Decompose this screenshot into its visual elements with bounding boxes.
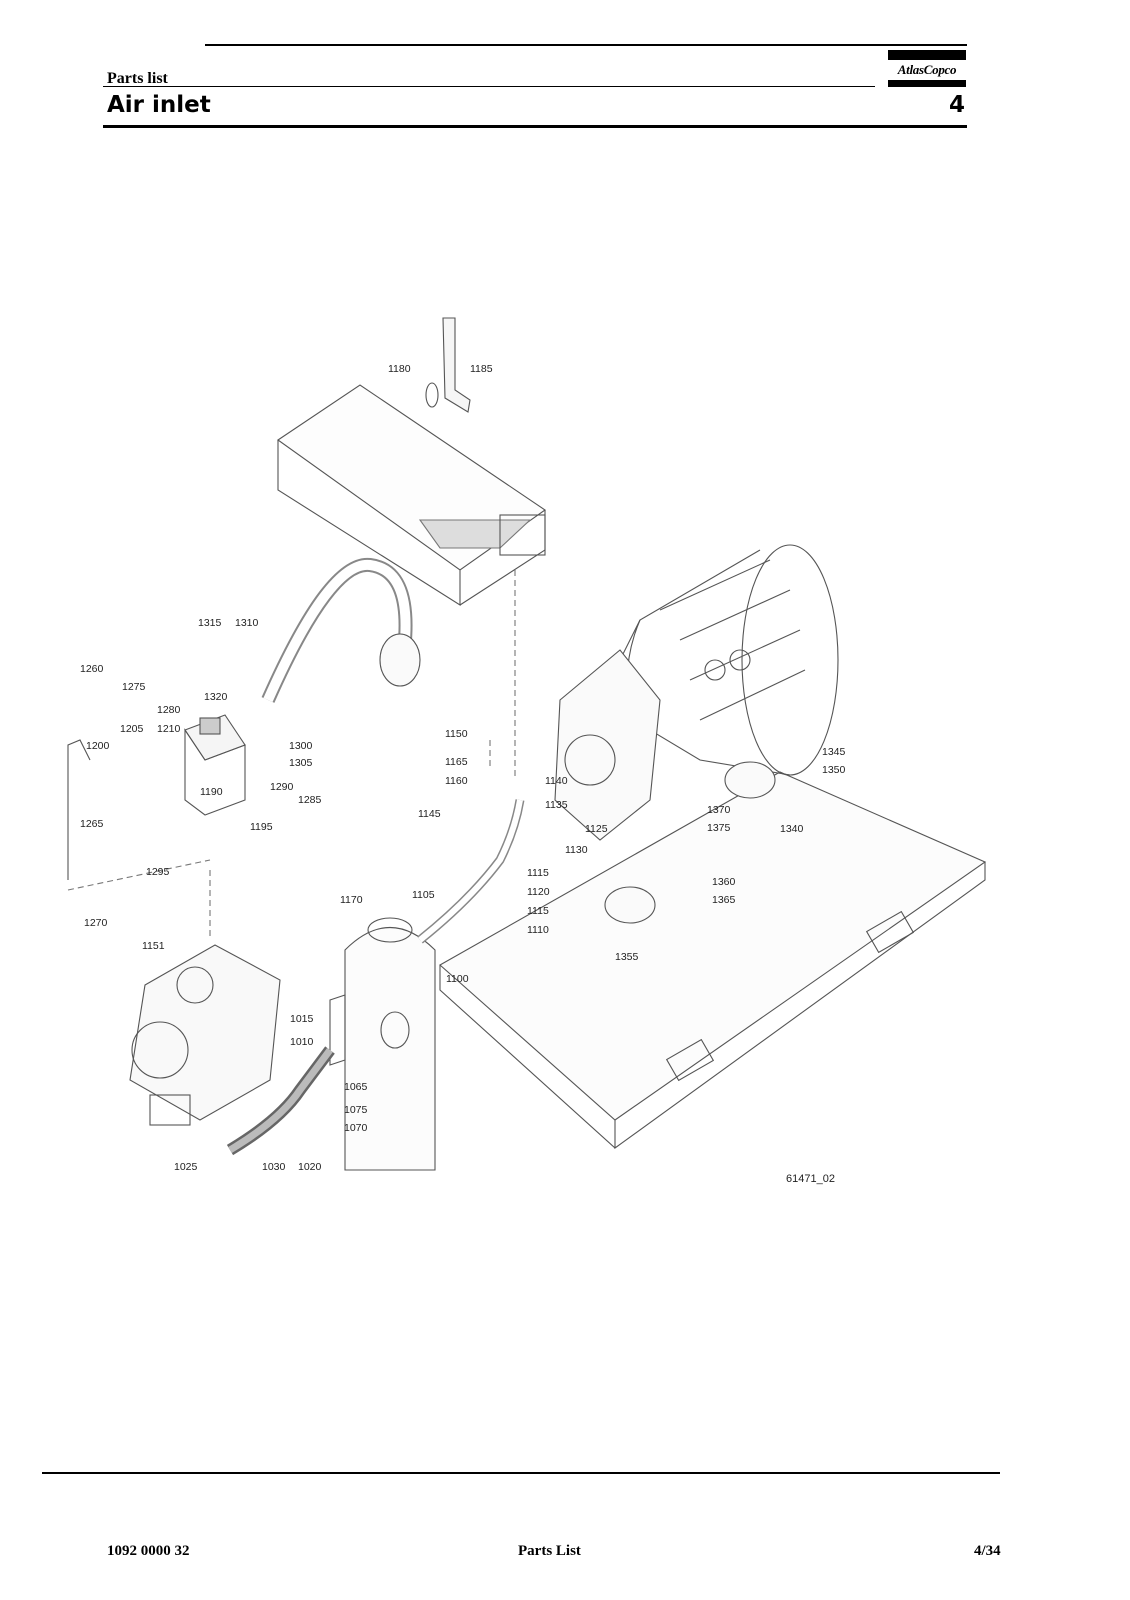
- callout-1025: 1025: [174, 1161, 198, 1173]
- callout-1105: 1105: [412, 889, 435, 901]
- callout-1140: 1140: [545, 775, 568, 787]
- callout-1205: 1205: [120, 723, 144, 735]
- electric-motor: [554, 544, 839, 841]
- callout-1280: 1280: [157, 704, 181, 716]
- unloader-valve: [67, 714, 246, 880]
- inlet-pipe: [425, 317, 471, 413]
- header-mid-rule: [103, 86, 875, 87]
- callout-labels: 1180 1185 1315 1310 1260 1275 1320 1280 …: [80, 363, 846, 1173]
- callout-1160: 1160: [445, 775, 468, 787]
- callout-1345: 1345: [822, 746, 846, 758]
- document-number: 1092 0000 32: [107, 1543, 190, 1559]
- callout-1150: 1150: [445, 728, 468, 740]
- chapter-number: 4: [948, 92, 965, 118]
- callout-1110: 1110: [527, 924, 549, 936]
- callout-1275: 1275: [122, 681, 146, 693]
- callout-1370: 1370: [707, 804, 731, 816]
- exploded-parts-diagram: 1180 1185 1315 1310 1260 1275 1320 1280 …: [58, 307, 990, 1235]
- callout-1120: 1120: [527, 886, 550, 898]
- callout-1100: 1100: [446, 973, 469, 985]
- callout-1365: 1365: [712, 894, 736, 906]
- outlet-hose: [226, 1046, 335, 1156]
- compressor-element: [129, 944, 281, 1126]
- callout-1340: 1340: [780, 823, 804, 835]
- document-title: Parts List: [518, 1543, 581, 1559]
- logo-bar-bottom: [888, 80, 966, 87]
- header-top-rule: [205, 44, 967, 46]
- callout-1375: 1375: [707, 822, 731, 834]
- page-title: Air inlet: [107, 92, 211, 118]
- callout-1020: 1020: [298, 1161, 322, 1173]
- callout-1070: 1070: [344, 1122, 368, 1134]
- figure-id: 61471_02: [786, 1173, 835, 1185]
- assembly-guide-lines: [67, 570, 516, 940]
- callout-1075: 1075: [344, 1104, 368, 1116]
- inlet-pipe-elbow: [417, 799, 525, 944]
- page-number: 4/34: [974, 1543, 1001, 1559]
- callout-1295: 1295: [146, 866, 170, 878]
- callout-1290: 1290: [270, 781, 294, 793]
- callout-1115-lower: 1115: [527, 905, 549, 917]
- flexible-hose: [261, 557, 421, 703]
- header-bottom-rule: [103, 125, 967, 128]
- callout-1310: 1310: [235, 617, 259, 629]
- callout-1360: 1360: [712, 876, 736, 888]
- callout-1145: 1145: [418, 808, 441, 820]
- callout-1125: 1125: [585, 823, 608, 835]
- callout-1265: 1265: [80, 818, 104, 830]
- callout-1305: 1305: [289, 757, 313, 769]
- callout-1270: 1270: [84, 917, 108, 929]
- callout-1130: 1130: [565, 844, 588, 856]
- callout-1210: 1210: [157, 723, 181, 735]
- callout-1260: 1260: [80, 663, 104, 675]
- callout-1170: 1170: [340, 894, 363, 906]
- air-filter-housing: [277, 384, 546, 606]
- callout-1350: 1350: [822, 764, 846, 776]
- callout-1195: 1195: [250, 821, 273, 833]
- footer-rule: [42, 1472, 1000, 1474]
- callout-1180: 1180: [388, 363, 411, 375]
- callout-1355: 1355: [615, 951, 639, 963]
- callout-1285: 1285: [298, 794, 322, 806]
- callout-1030: 1030: [262, 1161, 286, 1173]
- callout-1015: 1015: [290, 1013, 314, 1025]
- callout-1010: 1010: [290, 1036, 314, 1048]
- callout-1115-upper: 1115: [527, 867, 549, 879]
- logo-bar-top: [888, 50, 966, 60]
- callout-1200: 1200: [86, 740, 110, 752]
- callout-1190: 1190: [200, 786, 223, 798]
- callout-1300: 1300: [289, 740, 313, 752]
- section-label: Parts list: [107, 70, 168, 87]
- callout-1135: 1135: [545, 799, 568, 811]
- callout-1185: 1185: [470, 363, 493, 375]
- callout-1065: 1065: [344, 1081, 368, 1093]
- callout-1151: 1151: [142, 940, 165, 952]
- base-frame: [439, 771, 987, 1150]
- callout-1315: 1315: [198, 617, 222, 629]
- callout-1320: 1320: [204, 691, 228, 703]
- brand-logo: AtlasCopco: [897, 62, 957, 77]
- callout-1165: 1165: [445, 756, 468, 768]
- separator-vessel: [329, 917, 436, 1171]
- vibration-dampers: [604, 761, 776, 924]
